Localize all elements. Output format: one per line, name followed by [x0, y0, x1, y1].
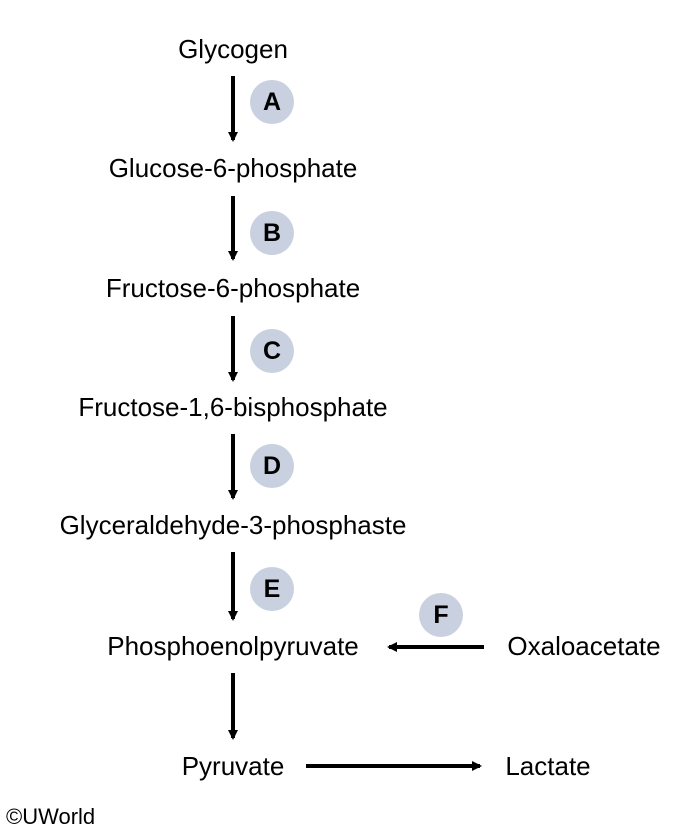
step-badge-c: C [250, 329, 294, 373]
node-lactate: Lactate [505, 751, 591, 781]
node-fructose-1-6-bisphosphate: Fructose-1,6-bisphosphate [78, 392, 388, 422]
node-glycogen: Glycogen [178, 34, 288, 64]
step-badge-e: E [250, 567, 294, 611]
node-pyruvate: Pyruvate [181, 751, 285, 781]
step-badge-d: D [250, 444, 294, 488]
node-phosphoenolpyruvate: Phosphoenolpyruvate [107, 631, 359, 661]
node-glucose-6-phosphate: Glucose-6-phosphate [108, 153, 358, 183]
node-fructose-6-phosphate: Fructose-6-phosphate [105, 273, 361, 303]
step-badge-b: B [250, 211, 294, 255]
node-glyceraldehyde-3-phosphate: Glyceraldehyde-3-phosphaste [59, 510, 407, 540]
copyright-credit: ©UWorld [6, 804, 96, 829]
step-badge-f: F [419, 593, 463, 637]
step-badge-a: A [250, 80, 294, 124]
node-oxaloacetate: Oxaloacetate [507, 631, 661, 661]
